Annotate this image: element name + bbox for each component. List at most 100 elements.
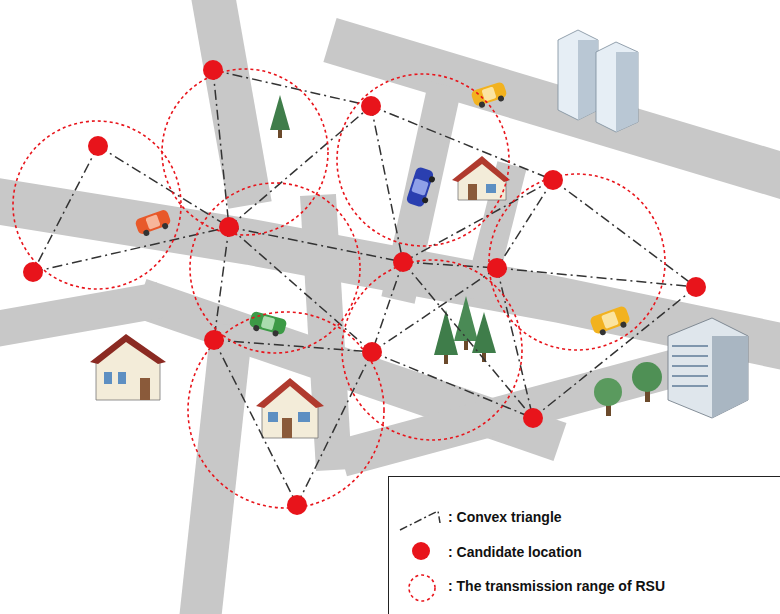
house bbox=[268, 412, 278, 422]
tree bbox=[434, 310, 458, 355]
triangle-edge bbox=[371, 106, 553, 180]
tower bbox=[616, 52, 638, 132]
car bbox=[421, 196, 429, 204]
house bbox=[140, 378, 150, 400]
triangle-edge bbox=[403, 262, 497, 268]
triangle-edge bbox=[533, 287, 696, 418]
tree bbox=[594, 378, 622, 406]
car bbox=[248, 311, 288, 339]
car bbox=[406, 166, 438, 209]
car bbox=[142, 229, 150, 237]
car bbox=[253, 324, 260, 331]
rsu-range-circle bbox=[190, 183, 360, 353]
legend-text: : Candidate location bbox=[448, 535, 773, 570]
triangle-edge bbox=[229, 106, 371, 227]
rsu-range-circle bbox=[162, 69, 328, 235]
car bbox=[411, 178, 429, 196]
tower bbox=[596, 42, 638, 132]
tree bbox=[454, 296, 478, 341]
rsu-range-circle bbox=[188, 312, 384, 508]
car bbox=[249, 311, 288, 336]
house bbox=[486, 184, 496, 193]
car bbox=[406, 166, 435, 208]
triangle-edge bbox=[372, 268, 497, 352]
house bbox=[262, 382, 318, 438]
road bbox=[330, 40, 780, 178]
tree bbox=[454, 296, 478, 350]
house bbox=[90, 334, 166, 400]
rsu-range-circle bbox=[342, 260, 522, 440]
candidate-dot bbox=[362, 342, 382, 362]
house bbox=[458, 160, 506, 200]
car bbox=[272, 330, 279, 337]
triangle-edge bbox=[229, 227, 372, 352]
road bbox=[200, 325, 232, 614]
car bbox=[589, 305, 631, 335]
triangle-edge bbox=[213, 70, 371, 106]
triangle-edge bbox=[371, 106, 403, 262]
candidate-dot bbox=[487, 258, 507, 278]
car bbox=[601, 311, 619, 329]
candidate-dot bbox=[23, 262, 43, 282]
triangle-edge bbox=[372, 352, 533, 418]
triangle-edge bbox=[33, 146, 98, 272]
candidate-dot bbox=[287, 495, 307, 515]
legend-list: : Convex triangle: Candidate location: T… bbox=[448, 500, 773, 604]
tree bbox=[594, 378, 622, 416]
candidate-dot bbox=[219, 217, 239, 237]
house bbox=[256, 378, 324, 438]
car bbox=[599, 328, 607, 336]
candidate-dot bbox=[361, 96, 381, 116]
legend-line-sample bbox=[400, 511, 440, 530]
office-building bbox=[712, 336, 748, 418]
legend-text: : Convex triangle bbox=[448, 500, 773, 535]
house bbox=[90, 334, 166, 364]
house bbox=[468, 184, 477, 200]
triangle-edge bbox=[214, 340, 372, 352]
legend-circle-sample bbox=[409, 575, 435, 601]
car bbox=[145, 214, 160, 229]
triangle-edge bbox=[403, 262, 533, 418]
office-building bbox=[672, 346, 708, 386]
car bbox=[620, 321, 628, 329]
legend-text: : The transmission range of RSU bbox=[448, 569, 773, 604]
tree bbox=[434, 310, 458, 364]
candidate-dot bbox=[523, 408, 543, 428]
house bbox=[452, 156, 510, 182]
candidate-dot bbox=[203, 60, 223, 80]
triangle-edge bbox=[297, 352, 372, 505]
triangle-edge bbox=[553, 180, 696, 287]
house bbox=[282, 418, 292, 438]
triangle-edge bbox=[403, 180, 553, 262]
car bbox=[497, 95, 505, 103]
car bbox=[428, 176, 436, 184]
candidate-dot bbox=[686, 277, 706, 297]
triangle-edge bbox=[497, 268, 696, 287]
road bbox=[342, 360, 705, 458]
road bbox=[0, 300, 160, 330]
rsu-range-circle bbox=[337, 74, 509, 246]
triangle-edge bbox=[497, 180, 553, 268]
candidate-dot bbox=[204, 330, 224, 350]
legend-dot-sample bbox=[412, 542, 430, 560]
rsu-range-circle bbox=[13, 121, 181, 289]
candidate-locations bbox=[23, 60, 706, 515]
tree bbox=[632, 362, 662, 392]
office-building bbox=[668, 318, 748, 418]
candidate-dot bbox=[393, 252, 413, 272]
road bbox=[318, 195, 334, 470]
tree bbox=[270, 95, 290, 138]
tree bbox=[472, 312, 496, 353]
tower bbox=[558, 30, 598, 120]
trees bbox=[270, 95, 662, 416]
car bbox=[134, 209, 171, 236]
triangle-edge bbox=[214, 227, 229, 340]
house bbox=[452, 156, 510, 200]
tree bbox=[472, 312, 496, 362]
triangle-edge bbox=[214, 340, 297, 505]
house bbox=[118, 372, 126, 384]
